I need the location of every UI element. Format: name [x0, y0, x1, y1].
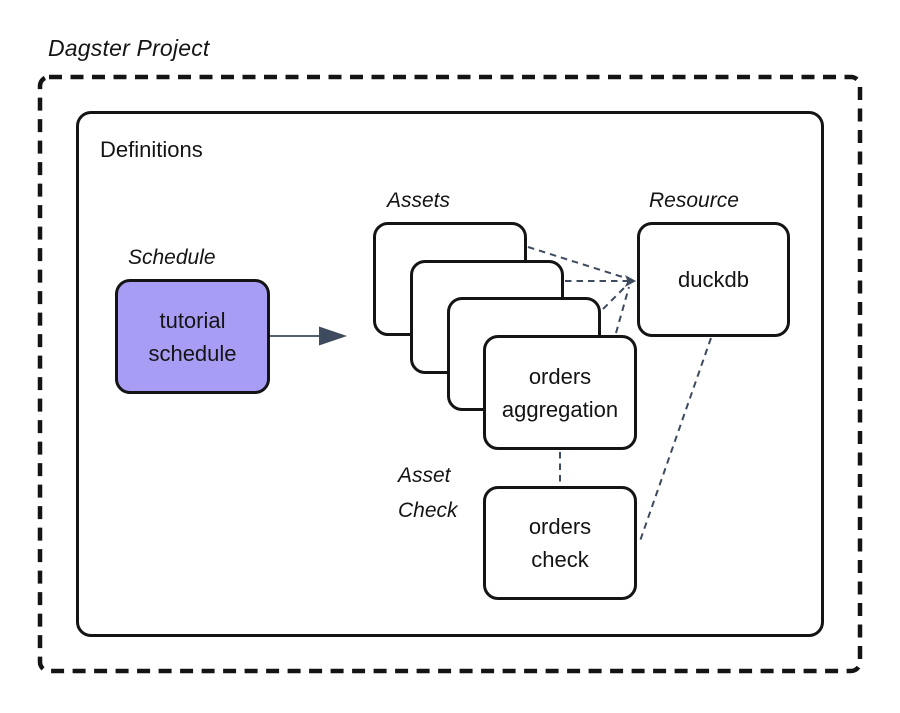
schedule-group-label: Schedule [128, 246, 216, 269]
orders-check-node: orders check [483, 486, 637, 600]
duckdb-label: duckdb [678, 267, 749, 292]
orders-aggregation-node: orders aggregation [483, 335, 637, 450]
asset-check-group-label: Asset Check [398, 464, 458, 522]
resource-group-label: Resource [649, 189, 739, 212]
assets-group-label: Assets [387, 189, 451, 212]
orders-check-label: orders check [528, 514, 592, 572]
diagram-title: Dagster Project [48, 35, 210, 61]
tutorial-schedule-label: tutorial schedule [148, 307, 237, 366]
definitions-box [76, 111, 824, 637]
orders-aggregation-label: orders aggregation [501, 363, 619, 422]
duckdb-node: duckdb [637, 222, 790, 337]
tutorial-schedule-node: tutorial schedule [115, 279, 270, 394]
definitions-label: Definitions [100, 137, 203, 162]
